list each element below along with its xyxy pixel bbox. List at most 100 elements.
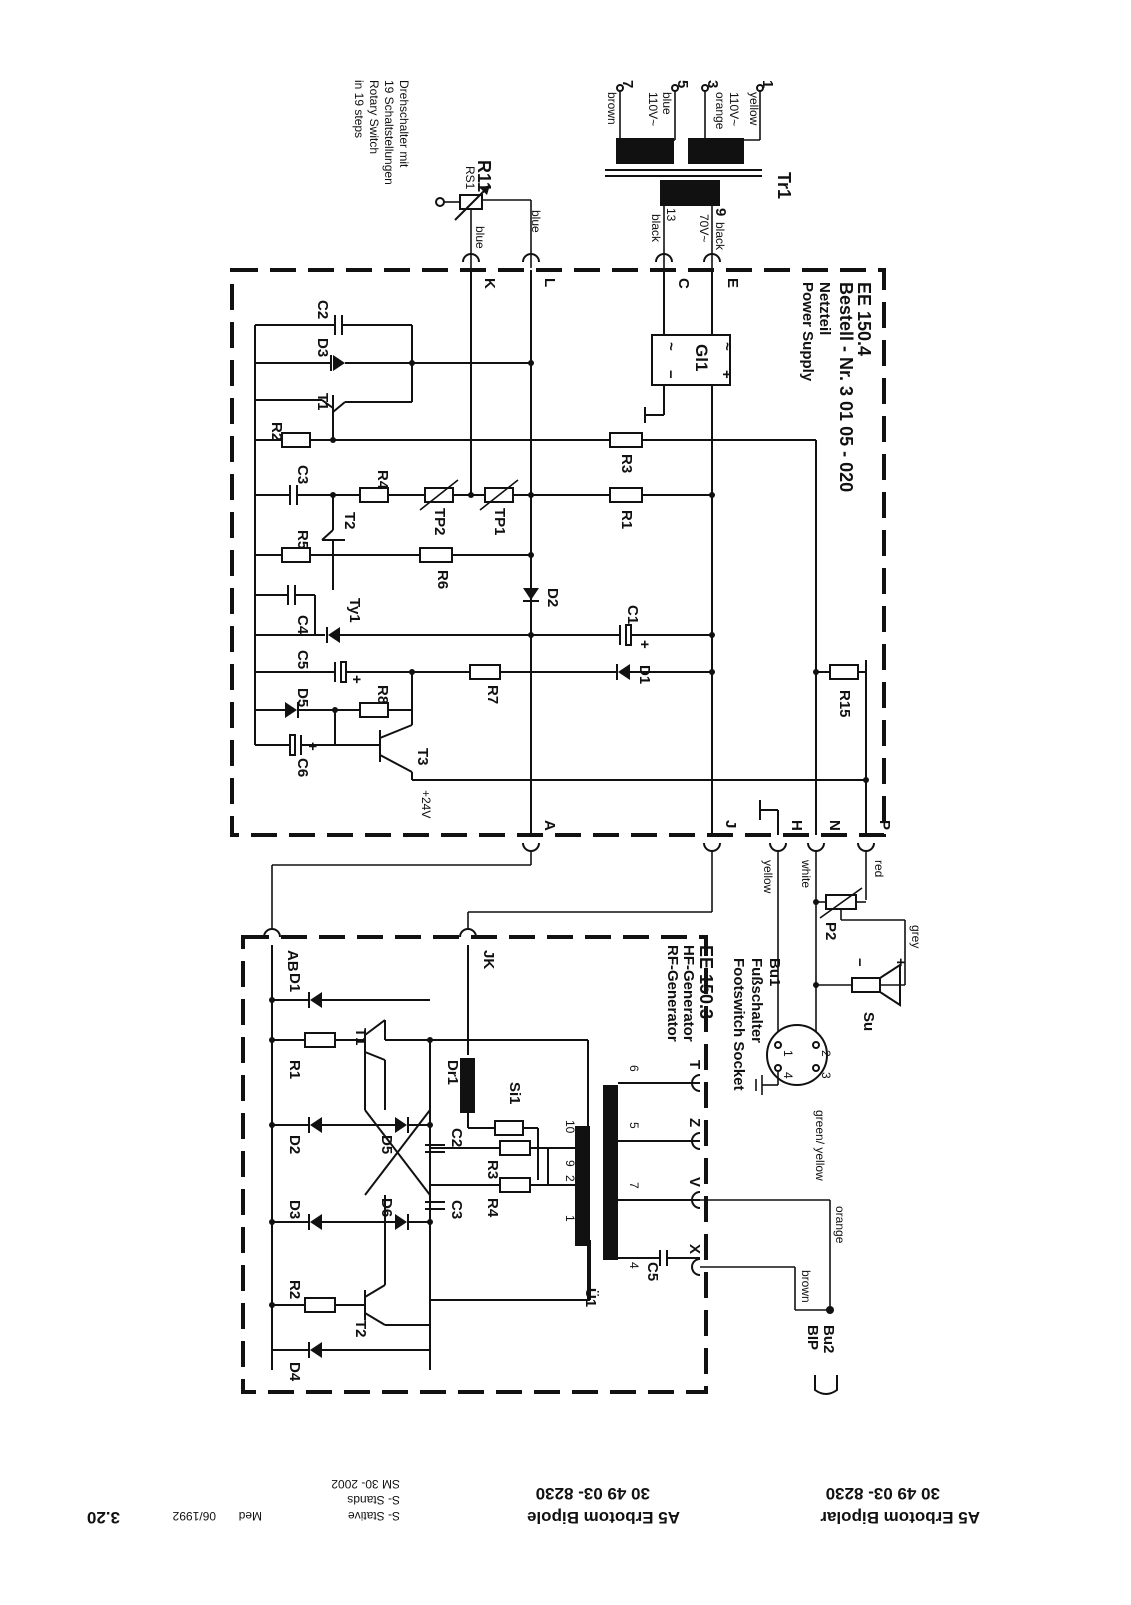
ps-d1: D1 <box>636 665 653 684</box>
ps-r3: R3 <box>618 454 635 473</box>
voltage-70: 70V~ <box>697 214 711 242</box>
footer-code-bipole: 30 49 03- 8230 <box>536 1484 650 1503</box>
pot-p2: P2 <box>822 922 839 940</box>
wire-blue-k: blue <box>473 226 487 249</box>
hf-r3: R3 <box>484 1160 501 1179</box>
wire-black-right: black <box>713 222 727 251</box>
ps-tp2: TP2 <box>431 508 448 536</box>
hf-c2: C2 <box>448 1128 465 1147</box>
switch-note-1: Drehschalter mit <box>397 80 411 168</box>
hf-r1: R1 <box>286 1060 303 1079</box>
tr1-pin-7: 7 <box>619 80 636 88</box>
terminal-e: E <box>724 278 741 288</box>
bu1-en: Footswitch Socket <box>730 958 747 1091</box>
tr1-pin-1: 1 <box>759 80 776 88</box>
hf-d4: D4 <box>286 1362 303 1382</box>
speaker-su: Su <box>860 1012 877 1031</box>
hf-terminal-x: X <box>686 1244 703 1254</box>
ps-t2: T2 <box>341 512 358 530</box>
ps-r8: R8 <box>374 685 391 704</box>
u1-pin-10: 10 <box>563 1120 577 1134</box>
wire-green-yellow: green/ yellow <box>813 1110 827 1181</box>
hf-c3: C3 <box>448 1200 465 1219</box>
hf-name-de: HF-Generator <box>680 945 697 1042</box>
wire-orange-v: orange <box>833 1206 847 1244</box>
ps-t1: T1 <box>314 393 331 411</box>
tr1-label: Tr1 <box>774 172 794 199</box>
bu1-pin-3: 3 <box>819 1072 833 1079</box>
hf-si1: Si1 <box>506 1082 523 1105</box>
ps-order-number: Bestell - Nr. 3 01 05 - 020 <box>836 282 856 492</box>
footer-page: 3.20 <box>87 1508 120 1527</box>
hf-terminal-ab: AB <box>284 950 301 972</box>
tr1-pin-9: 9 <box>712 208 729 216</box>
switch-note-3: Rotary Switch <box>367 80 381 154</box>
u1-pin-4: 4 <box>627 1262 641 1269</box>
hf-title: EE 150.3 <box>696 945 716 1019</box>
ps-c6-plus: + <box>304 742 321 751</box>
ps-r7: R7 <box>484 685 501 704</box>
wire-grey: grey <box>909 925 923 948</box>
terminal-n: N <box>826 820 843 831</box>
terminal-j: J <box>722 820 739 828</box>
wire-blue-l: blue <box>529 210 543 233</box>
footer-title-bipole: A5 Erbotom Bipole <box>527 1508 680 1527</box>
rectifier-minus: − <box>662 370 679 379</box>
hf-dr1: Dr1 <box>444 1060 461 1085</box>
terminal-h: H <box>788 820 805 831</box>
ps-r5: R5 <box>294 530 311 549</box>
speaker-plus: + <box>892 958 909 967</box>
ps-r6: R6 <box>434 570 451 589</box>
hf-d5: D5 <box>378 1135 395 1154</box>
ps-d2: D2 <box>544 588 561 607</box>
footer-stands: S- Stands <box>347 1493 400 1507</box>
footer-date: 06/1992 <box>172 1509 216 1523</box>
bu2-bip: BIP <box>804 1325 821 1350</box>
terminal-c: C <box>675 278 692 289</box>
voltage-110-b: 110V~ <box>646 92 660 126</box>
hf-r4: R4 <box>484 1198 501 1218</box>
u1-pin-7: 7 <box>627 1182 641 1189</box>
footer-sm: SM 30- 2002 <box>331 1477 400 1491</box>
hf-d6: D6 <box>378 1198 395 1217</box>
terminal-p: P <box>876 820 893 830</box>
bu2-ref: Bu2 <box>820 1325 837 1353</box>
u1-pin-1: 1 <box>563 1215 577 1222</box>
wire-red-p: red <box>872 860 886 877</box>
ps-c3: C3 <box>294 465 311 484</box>
hf-t2: T2 <box>352 1320 369 1338</box>
bu1-pin-1: 1 <box>781 1050 795 1057</box>
ps-c5: C5 <box>294 650 311 669</box>
hf-d1: D1 <box>286 973 303 992</box>
footer: A5 Erbotom Bipolar 30 49 03- 8230 A5 Erb… <box>87 1477 980 1527</box>
ps-r4: R4 <box>374 470 391 490</box>
ps-r2: R2 <box>268 422 285 441</box>
ps-name-de: Netzteil <box>816 282 833 335</box>
wire-yellow-h: yellow <box>761 860 775 894</box>
footer-med: Med <box>239 1509 262 1523</box>
terminal-k: K <box>481 278 498 289</box>
external-wiring: yellow white red P2 grey − + Su 1 2 3 4 <box>271 850 923 1395</box>
rectifier-plus: + <box>718 370 735 379</box>
power-supply-box: EE 150.4 Bestell - Nr. 3 01 05 - 020 Net… <box>230 253 893 852</box>
ps-c4: C4 <box>294 615 311 635</box>
u1-pin-9: 9 <box>563 1160 577 1167</box>
ps-c2: C2 <box>314 300 331 319</box>
rs1-label: RS1 <box>463 166 477 190</box>
bu1-ref: Bu1 <box>766 958 783 986</box>
ps-c1: C1 <box>624 605 641 624</box>
u1-pin-6: 6 <box>627 1065 641 1072</box>
ps-r1: R1 <box>618 510 635 529</box>
hf-t1: T1 <box>352 1028 369 1046</box>
rectifier-ac-2: ~ <box>662 342 679 351</box>
hf-d3: D3 <box>286 1200 303 1219</box>
hf-terminal-jk: JK <box>480 950 497 969</box>
tr1-pin-5: 5 <box>674 80 691 88</box>
switch-note-4: in 19 steps <box>352 80 366 138</box>
wire-white-n: white <box>799 859 813 888</box>
wire-black-left: black <box>649 214 663 243</box>
ps-d5: D5 <box>294 688 311 707</box>
ps-ty1: Ty1 <box>346 598 363 623</box>
